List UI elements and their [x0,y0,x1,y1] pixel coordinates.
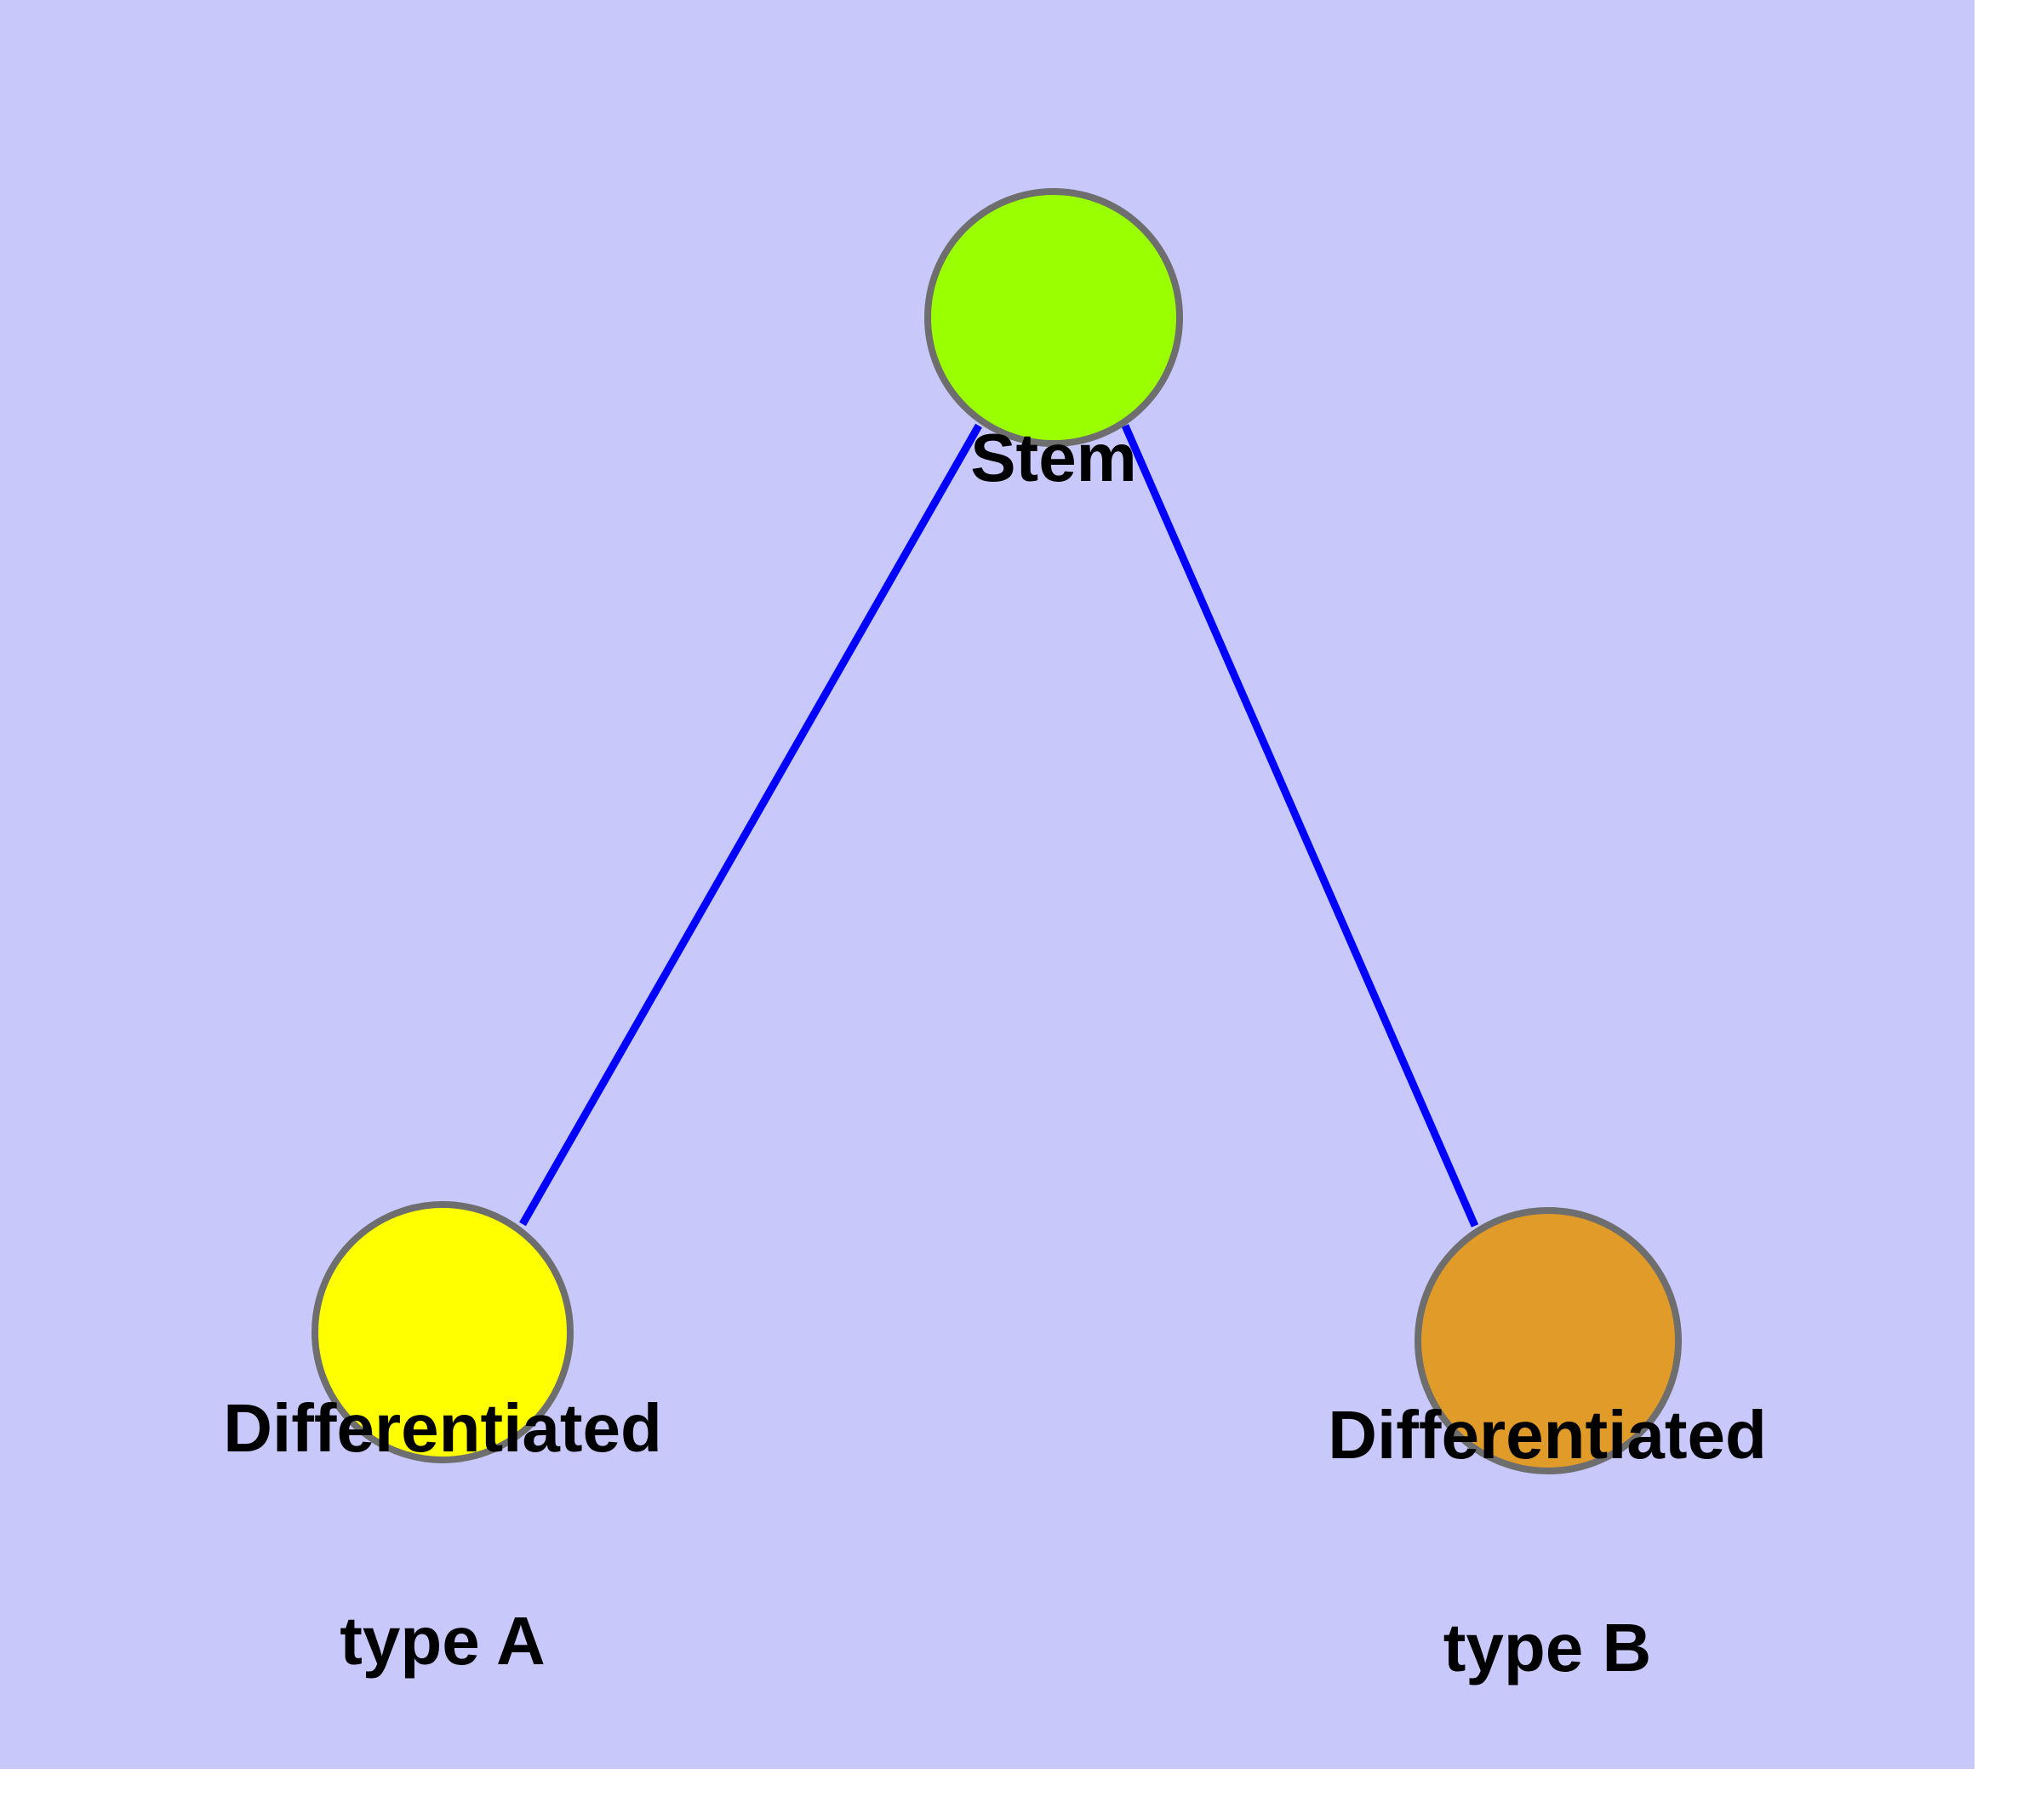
node-stem[interactable] [924,188,1183,447]
node-link-graph [311,188,1682,1474]
node-differentiated-type-a[interactable] [311,1201,574,1463]
node-differentiated-type-b[interactable] [1415,1207,1682,1474]
node-layer [311,188,1682,1474]
edge-stem-to-differentiated-type-a[interactable] [519,423,982,1227]
edge-layer [519,423,1479,1228]
edge-stem-to-differentiated-type-b[interactable] [1121,424,1479,1228]
diagram-canvas: Stem Differentiated type A Differentiate… [0,0,1975,1769]
